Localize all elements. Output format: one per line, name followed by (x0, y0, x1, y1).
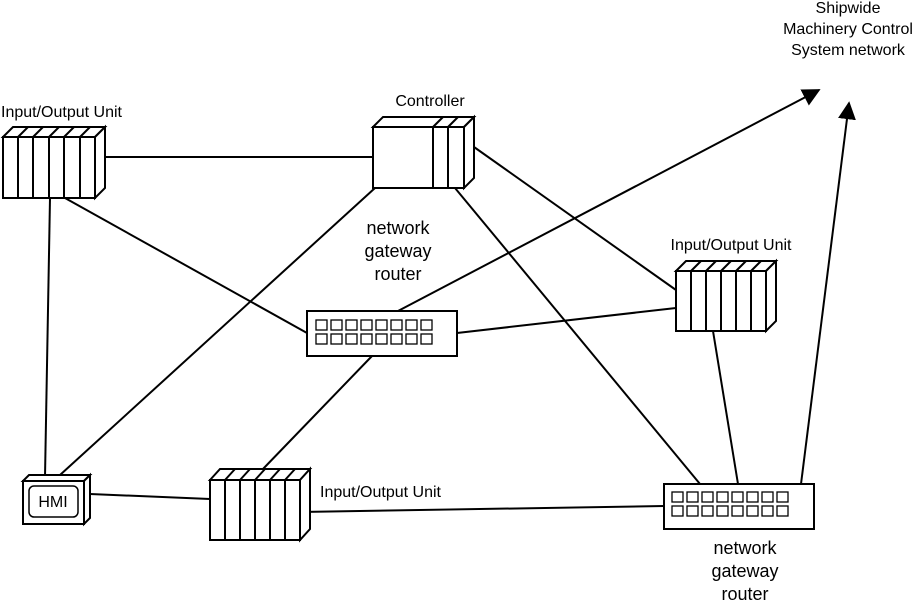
router-bottom-right-device (663, 483, 815, 530)
router-bottom-right-port (701, 491, 714, 503)
hmi-label: HMI (38, 494, 67, 511)
router-bottom-right-port (746, 491, 759, 503)
router-center-port (375, 319, 388, 331)
router-center-port (405, 319, 418, 331)
link-switch-bottom-right-shipwide-network (800, 101, 856, 485)
router-center-port (360, 319, 373, 331)
router-center-port (360, 333, 373, 345)
link-controller-switch-bottom-right (454, 187, 701, 485)
io-unit-bottom (207, 466, 313, 543)
shipwide-network-label-line2: Machinery Control (783, 21, 913, 38)
router-center-port (375, 333, 388, 345)
link-controller-hmi (59, 187, 376, 476)
router-center-port (330, 319, 343, 331)
router-bottom-right-port (716, 491, 729, 503)
router-bottom-right-label-line1: network (713, 538, 777, 558)
router-bottom-right-port (671, 505, 684, 517)
router-bottom-right-port (761, 491, 774, 503)
io-unit-top-left (0, 124, 108, 201)
router-bottom-right-label-line2: gateway (711, 561, 778, 581)
router-center-port (420, 333, 433, 345)
link-switch-center-shipwide-network (397, 89, 821, 312)
router-bottom-right-port (686, 491, 699, 503)
io-unit-right-label: Input/Output Unit (671, 237, 793, 254)
router-center-port (345, 333, 358, 345)
link-io-top-left-hmi (44, 197, 51, 478)
router-bottom-right-port (731, 491, 744, 503)
router-center-label-line1: network (366, 218, 430, 238)
link-io-bottom-switch-bottom-right (299, 505, 665, 513)
router-center-port (315, 333, 328, 345)
router-center-port (405, 333, 418, 345)
link-switch-center-io-bottom (261, 355, 373, 471)
router-center-device (306, 310, 458, 357)
router-bottom-right-port (776, 491, 789, 503)
router-bottom-right-port (731, 505, 744, 517)
router-bottom-right-port (746, 505, 759, 517)
hmi-device (20, 472, 93, 527)
io-unit-bottom-label: Input/Output Unit (320, 484, 442, 501)
shipwide-network-label-line1: Shipwide (816, 0, 881, 17)
link-hmi-io-bottom (89, 493, 211, 500)
controller-device (370, 114, 477, 191)
router-center-label-line3: router (374, 264, 421, 284)
link-io-top-left-switch-center (64, 197, 308, 334)
router-center-port (420, 319, 433, 331)
router-center-port (315, 319, 328, 331)
router-bottom-right-port (761, 505, 774, 517)
link-switch-center-io-right (456, 307, 677, 334)
io-unit-top-left-label: Input/Output Unit (1, 104, 123, 121)
router-center-port (390, 319, 403, 331)
router-center-port (390, 333, 403, 345)
router-bottom-right-port (716, 505, 729, 517)
router-bottom-right-label-line3: router (721, 584, 768, 602)
io-unit-right (673, 258, 779, 334)
link-io-right-switch-bottom-right (712, 330, 739, 485)
router-center-port (345, 319, 358, 331)
router-bottom-right-port (776, 505, 789, 517)
router-bottom-right-port (686, 505, 699, 517)
router-center-label-line2: gateway (364, 241, 431, 261)
router-center-port (330, 333, 343, 345)
router-bottom-right-port (671, 491, 684, 503)
connection-lines (44, 89, 856, 513)
shipwide-network-label-line3: System network (791, 42, 906, 59)
controller-label: Controller (395, 93, 465, 110)
router-bottom-right-port (701, 505, 714, 517)
